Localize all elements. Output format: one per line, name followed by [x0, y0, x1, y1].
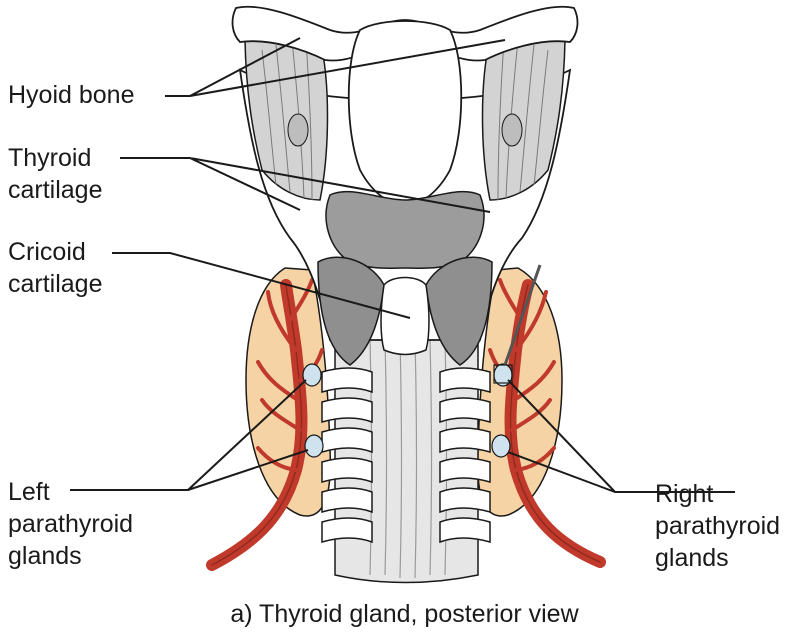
- epiglottis: [347, 20, 463, 207]
- cricoid-leader: [112, 252, 411, 319]
- left-cricoid-muscle: [317, 256, 385, 366]
- arytenoid-region: [325, 190, 485, 269]
- left-para-leader: [70, 379, 309, 491]
- label-cricoid-cartilage-line2: cartilage: [8, 270, 103, 298]
- trachea: [321, 329, 491, 584]
- probe: [503, 264, 542, 366]
- right-cricoid-muscle: [425, 256, 493, 366]
- label-right-parathyroid-line3: glands: [655, 544, 729, 572]
- label-left-parathyroid-line1: Left: [8, 478, 50, 506]
- figure-caption: a) Thyroid gland, posterior view: [230, 600, 579, 628]
- label-cricoid-cartilage-line1: Cricoid: [8, 238, 86, 266]
- right-lower-parathyroid: [491, 434, 511, 458]
- parathyroid-glands: [302, 363, 513, 458]
- label-right-parathyroid-line2: parathyroid: [655, 512, 781, 540]
- label-hyoid-bone: Hyoid bone: [8, 81, 135, 109]
- esophagus-striations: [369, 339, 448, 579]
- label-thyroid-cartilage-line2: cartilage: [8, 176, 103, 204]
- thyroid-leader: [120, 157, 491, 213]
- larynx: [231, 5, 579, 366]
- left-artery-branches: [256, 278, 324, 472]
- left-upper-parathyroid: [302, 363, 322, 387]
- label-left-parathyroid-line2: parathyroid: [8, 510, 134, 538]
- label-thyroid-cartilage-line1: Thyroid: [8, 144, 92, 172]
- label-right-parathyroid-line1: Right: [655, 480, 714, 508]
- leader-lines: [70, 37, 735, 493]
- hyoid-leader: [165, 37, 506, 97]
- label-left-parathyroid-line3: glands: [8, 542, 82, 570]
- right-para-leader: [507, 379, 735, 493]
- left-lower-parathyroid: [304, 434, 324, 458]
